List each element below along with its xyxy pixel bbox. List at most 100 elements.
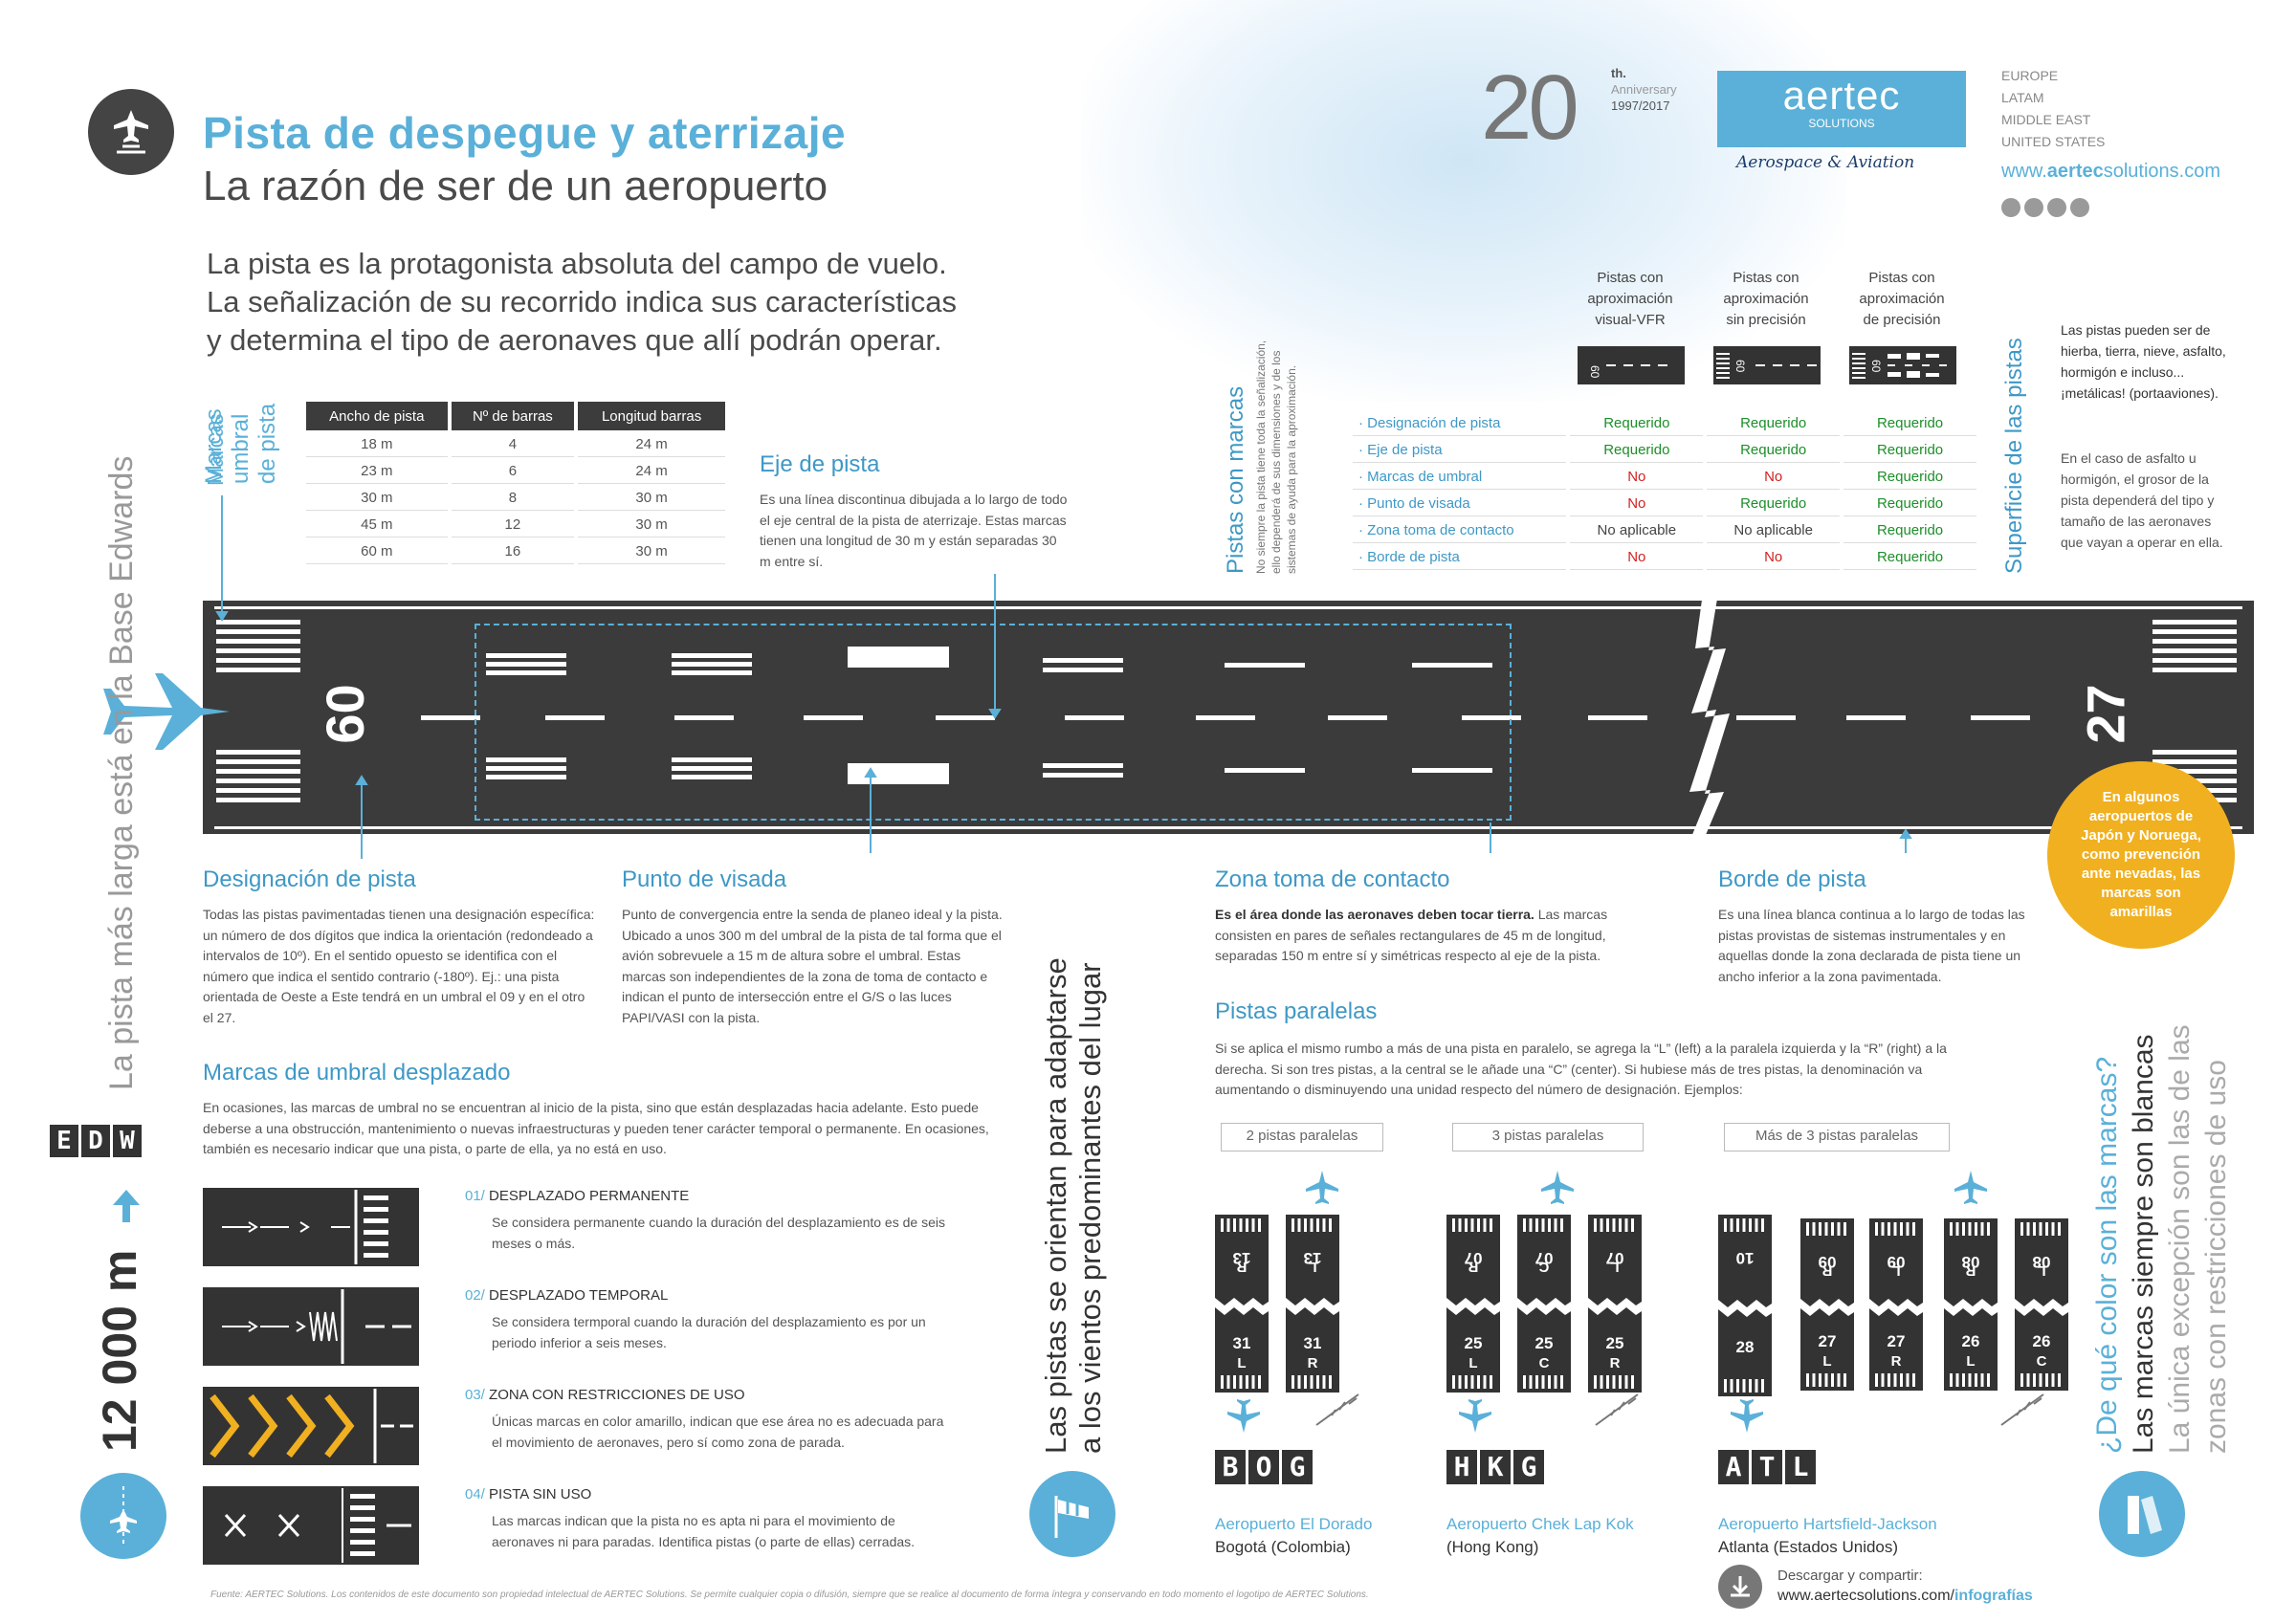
borde-title: Borde de pista [1718,866,1866,892]
colors-exception-1: La única excepción son las de las [2164,1024,2196,1454]
aertec-logo[interactable]: aertec SOLUTIONS [1717,71,1966,147]
centerline-dash [674,715,734,720]
svg-text:C: C [1538,1259,1549,1275]
tdz-bar [486,670,566,675]
svg-text:26: 26 [1962,1332,1980,1350]
edw-letter: W [113,1125,142,1157]
centerline-dash [936,715,995,720]
tdz-bar [486,775,566,779]
desplazado-diagram [203,1287,419,1366]
designacion-title: Designación de pista [203,866,416,892]
borde-text: Es una línea blanca continua a lo largo … [1718,907,2025,984]
anniversary-number: 20 [1481,56,1579,159]
svg-text:L: L [1822,1353,1831,1370]
svg-text:07: 07 [1465,1249,1483,1267]
svg-text:L: L [1610,1259,1619,1275]
mini-runway-vfr: 60 [1578,346,1685,384]
desplazado-item-title: 04/ PISTA SIN USO [465,1486,592,1502]
superficie-p1: Las pistas pueden ser de hierba, tierra,… [2061,322,2226,401]
eje-text: Es una línea discontinua dibujada a lo l… [760,492,1068,569]
desplazado-item-title: 01/ DESPLAZADO PERMANENTE [465,1188,690,1204]
download-label: Descargar y compartir: [1777,1568,1923,1584]
website-link[interactable]: www.aertecsolutions.com [2001,161,2221,182]
flickr-icon[interactable] [2070,198,2089,217]
twitter-icon[interactable] [2001,198,2020,217]
lead-paragraph: La pista es la protagonista absoluta del… [207,247,957,357]
airplane-icon [1728,1396,1766,1439]
svg-text:R: R [1821,1262,1832,1279]
svg-text:C: C [1539,1355,1550,1371]
parallel-group-tag: 3 pistas paralelas [1452,1123,1644,1151]
airport-name: Aeropuerto Hartsfield-Jackson [1718,1515,1937,1533]
tdz-bar [1043,668,1123,672]
svg-text:R: R [1308,1355,1318,1371]
googleplus-icon[interactable] [2047,198,2066,217]
svg-text:13: 13 [1304,1249,1322,1267]
svg-text:R: R [1236,1259,1247,1275]
svg-text:26: 26 [2033,1332,2051,1350]
highlight-box [475,624,1512,821]
download-icon[interactable] [1718,1565,1762,1609]
svg-text:L: L [1237,1355,1246,1371]
tdz-bar [848,763,949,784]
tdz-bar [672,766,752,771]
svg-text:09: 09 [1819,1253,1837,1271]
svg-text:25: 25 [1606,1334,1624,1352]
airport-city: Atlanta (Estados Unidos) [1718,1538,1899,1556]
parallel-group-tag: Más de 3 pistas paralelas [1724,1123,1950,1151]
visada-text: Punto de convergencia entre la senda de … [622,907,1003,1025]
svg-text:08: 08 [1962,1253,1980,1271]
tdz-bar [672,653,752,658]
paralelas-text: Si se aplica el mismo rumbo a más de una… [1215,1041,1947,1097]
centerline-dash [1196,715,1255,720]
left-threshold-bars [216,620,300,802]
wind-arrow-icon [1590,1387,1647,1439]
svg-text:27: 27 [1888,1332,1906,1350]
svg-text:R: R [1468,1259,1478,1275]
social-icons [2001,198,2093,222]
tdz-bar [1043,773,1123,778]
desplazado-item-text: Únicas marcas en color amarillo, indican… [492,1414,944,1450]
colors-answer: Las marcas siempre son blancas [2128,1034,2159,1454]
airplane-icon [103,673,230,750]
svg-text:09: 09 [1888,1253,1906,1271]
tdz-bar [486,766,566,771]
svg-text:L: L [1468,1355,1477,1371]
tdz-bar [486,662,566,667]
airport-code-letter: T [1752,1450,1782,1484]
desplazado-text: En ocasiones, las marcas de umbral no se… [203,1100,989,1156]
desplazado-diagram [203,1188,419,1266]
svg-text:60: 60 [1733,360,1747,373]
centerline-dash [804,715,863,720]
color-swatch-icon [2099,1471,2185,1557]
mini-runway-precision: 60 [1849,346,1956,384]
svg-text:25: 25 [1465,1334,1483,1352]
tagline: Aerospace & Aviation [1736,153,1915,172]
designacion-text: Todas las pistas pavimentadas tienen una… [203,907,595,1025]
download-link[interactable]: www.aertecsolutions.com/infografías [1777,1588,2033,1604]
desplazado-diagram [203,1387,419,1465]
airport-code-letter: K [1480,1450,1511,1484]
desplazado-item-text: Se considera termporal cuando la duració… [492,1314,926,1350]
airplane-icon [1303,1169,1341,1212]
svg-text:L: L [2037,1262,2045,1279]
col-header: Nº de barras [451,402,575,430]
svg-text:10: 10 [1736,1249,1755,1267]
linkedin-icon[interactable] [2024,198,2043,217]
svg-text:C: C [2037,1353,2047,1370]
svg-text:L: L [1891,1262,1900,1279]
centerline-dash [1846,715,1906,720]
desplazado-item-title: 02/ DESPLAZADO TEMPORAL [465,1287,669,1304]
threshold-table: Ancho de pista Nº de barras Longitud bar… [302,400,729,566]
tdz-bar [1043,658,1123,663]
tdz-bar [1043,763,1123,768]
desplazado-item-text: Se considera permanente cuando la duraci… [492,1215,945,1251]
